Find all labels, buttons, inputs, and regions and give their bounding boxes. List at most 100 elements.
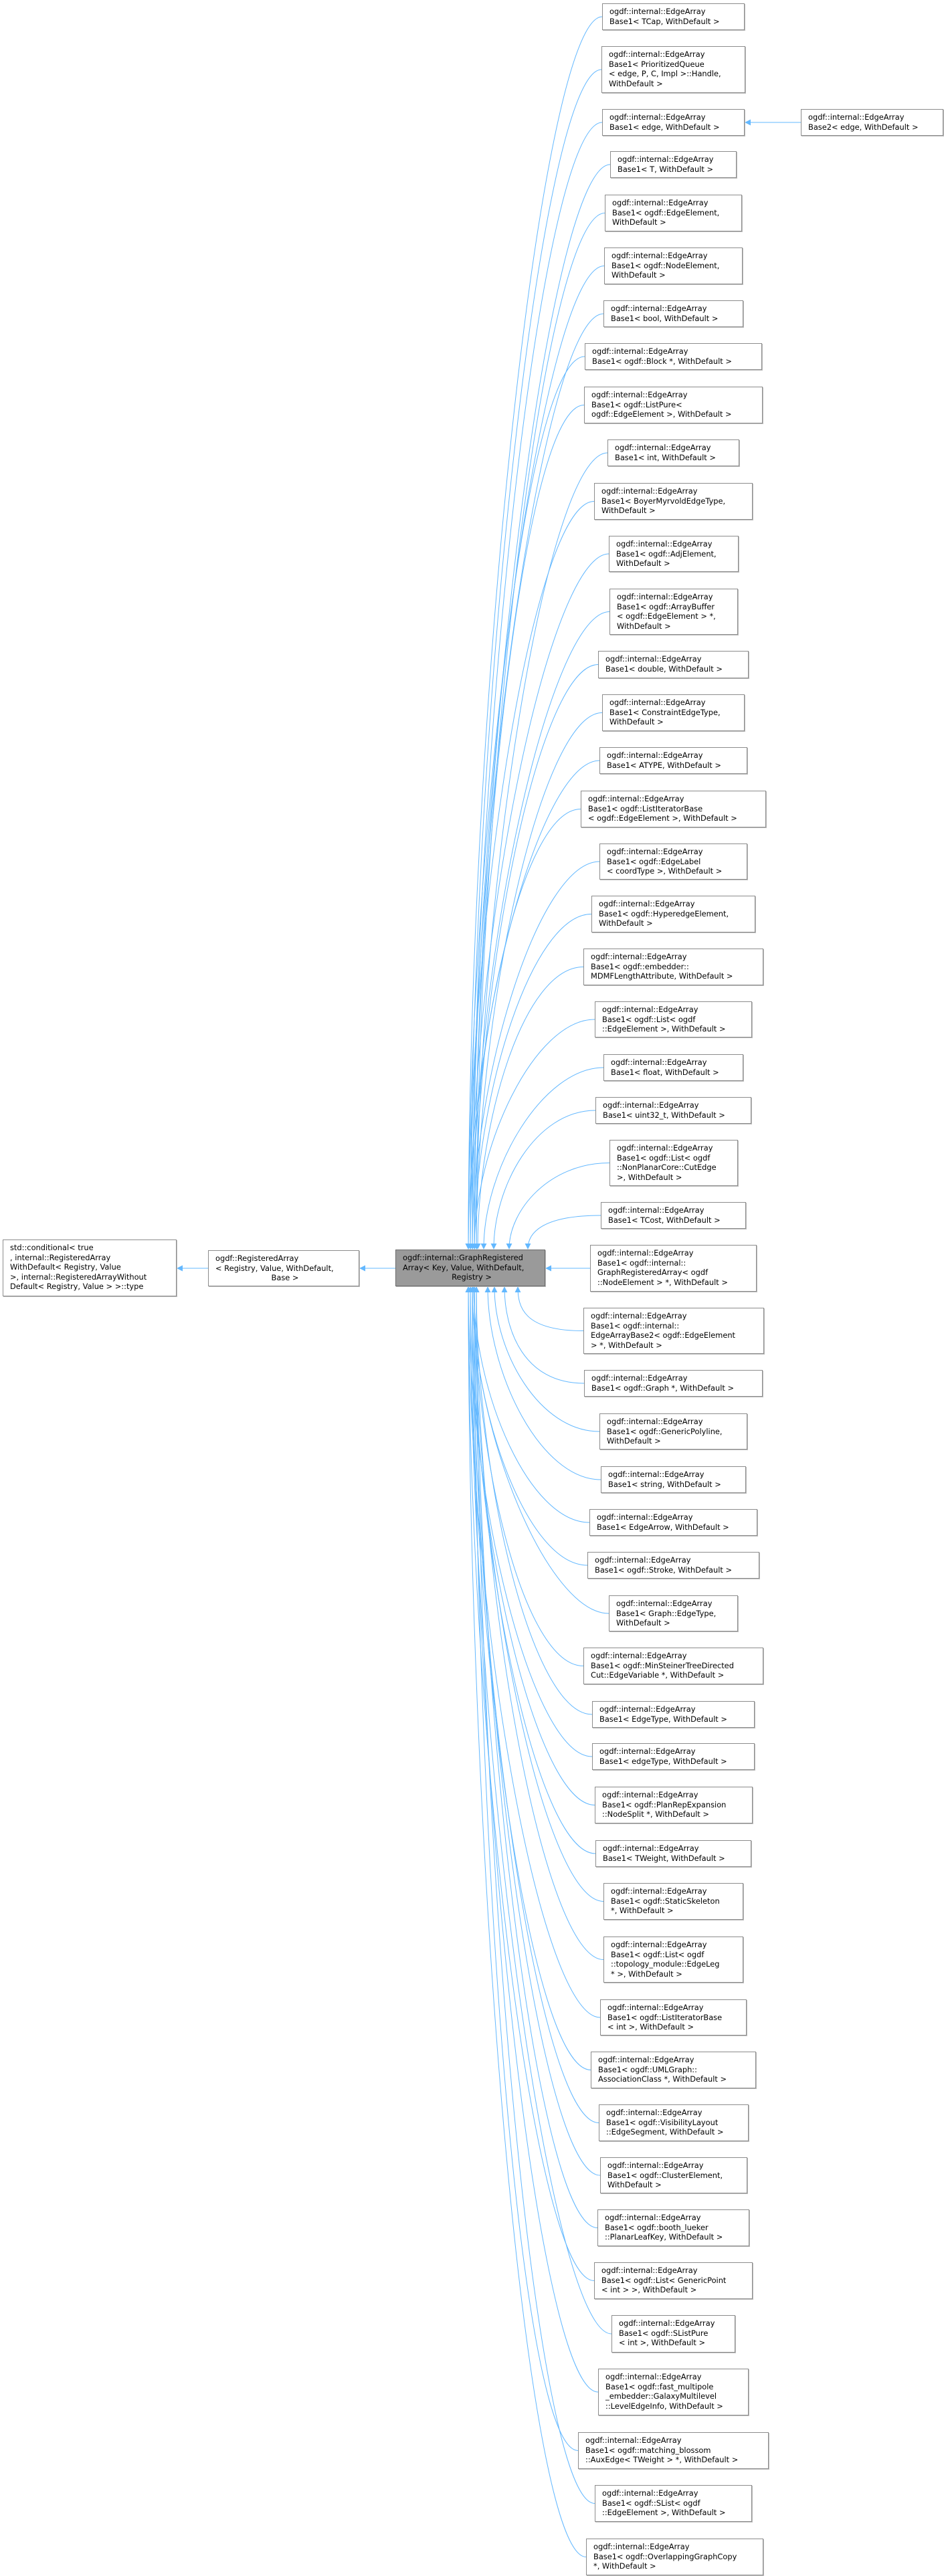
class-name-line: Base1< bool, WithDefault > — [611, 313, 719, 323]
class-node-std-conditional[interactable]: std::conditional< true, internal::Regist… — [3, 1240, 177, 1296]
class-name-line: ogdf::internal::EdgeArray — [617, 592, 713, 601]
class-name-line: WithDefault > — [607, 2180, 662, 2190]
class-name-line: ogdf::internal::EdgeArray — [608, 1470, 704, 1479]
class-name-line: ogdf::internal::EdgeArray — [609, 49, 705, 59]
class-name-line: ogdf::RegisteredArray — [215, 1254, 299, 1263]
class-name-line: ogdf::internal::EdgeArray — [591, 1373, 688, 1383]
class-name-line: ogdf::internal::EdgeArray — [601, 2266, 698, 2275]
class-name-line: ogdf::internal::EdgeArray — [617, 1143, 713, 1153]
class-name-line: Base1< ogdf::matching_blossom — [585, 2445, 711, 2455]
inheritance-arrow — [473, 452, 608, 1250]
class-name-line: Base1< uint32_t, WithDefault > — [603, 1110, 725, 1120]
class-name-line: Base1< ogdf::ListIteratorBase — [588, 803, 703, 813]
class-name-line: Base1< ogdf::ListPure< — [591, 399, 682, 409]
inheritance-arrow — [471, 1286, 604, 1902]
class-name-line: ogdf::internal::EdgeArray — [597, 1248, 694, 1258]
class-name-line: ::NodeSplit *, WithDefault > — [602, 1809, 709, 1819]
class-name-line: ogdf::internal::EdgeArray — [607, 2161, 704, 2170]
class-name-line: Base1< ogdf::SList< ogdf — [602, 2498, 700, 2508]
class-name-line: ogdf::internal::EdgeArray — [602, 1005, 698, 1014]
class-name-line: Base1< ogdf::OverlappingGraphCopy — [593, 2551, 737, 2561]
class-name-line: ogdf::internal::EdgeArray — [599, 1704, 696, 1714]
inheritance-arrow — [469, 861, 600, 1250]
class-name-line: Base1< ogdf::ArrayBuffer — [617, 601, 715, 611]
inheritance-arrow — [467, 313, 604, 1250]
class-name-line: ogdf::internal::EdgeArray — [616, 1599, 713, 1608]
inheritance-arrow — [465, 1286, 593, 1757]
class-name-line: ::NonPlanarCore::CutEdge — [617, 1163, 717, 1173]
class-name-line: Base1< ogdf::GenericPolyline, — [607, 1426, 723, 1436]
inheritance-arrow — [471, 164, 611, 1250]
class-name-line: Base1< ogdf::List< ogdf — [602, 1014, 696, 1024]
class-name-line: Base1< TCost, WithDefault > — [608, 1215, 721, 1225]
class-name-line: ogdf::internal::EdgeArray — [591, 390, 688, 399]
class-name-line: ogdf::internal::EdgeArray — [611, 1886, 707, 1896]
class-name-line: ogdf::internal::EdgeArray — [597, 1512, 693, 1522]
class-name-line: < ogdf::EdgeElement >, WithDefault > — [588, 813, 737, 823]
inheritance-arrow — [469, 1286, 588, 1566]
inheritance-arrow — [471, 664, 599, 1250]
class-name-line: ogdf::internal::EdgeArray — [612, 198, 709, 207]
class-name-line: ogdf::internal::EdgeArray — [607, 751, 703, 760]
class-name-line: Registry > — [452, 1272, 492, 1282]
class-node-registered-array[interactable]: ogdf::RegisteredArray< Registry, Value, … — [208, 1250, 359, 1286]
class-name-line: GraphRegisteredArray< ogdf — [597, 1268, 709, 1278]
class-name-line: ogdf::internal::EdgeArray — [611, 251, 708, 260]
class-name-line: ::EdgeElement >, WithDefault > — [602, 1024, 726, 1034]
inheritance-arrow — [469, 611, 610, 1250]
class-name-line: ::LevelEdgeInfo, WithDefault > — [605, 2401, 723, 2411]
